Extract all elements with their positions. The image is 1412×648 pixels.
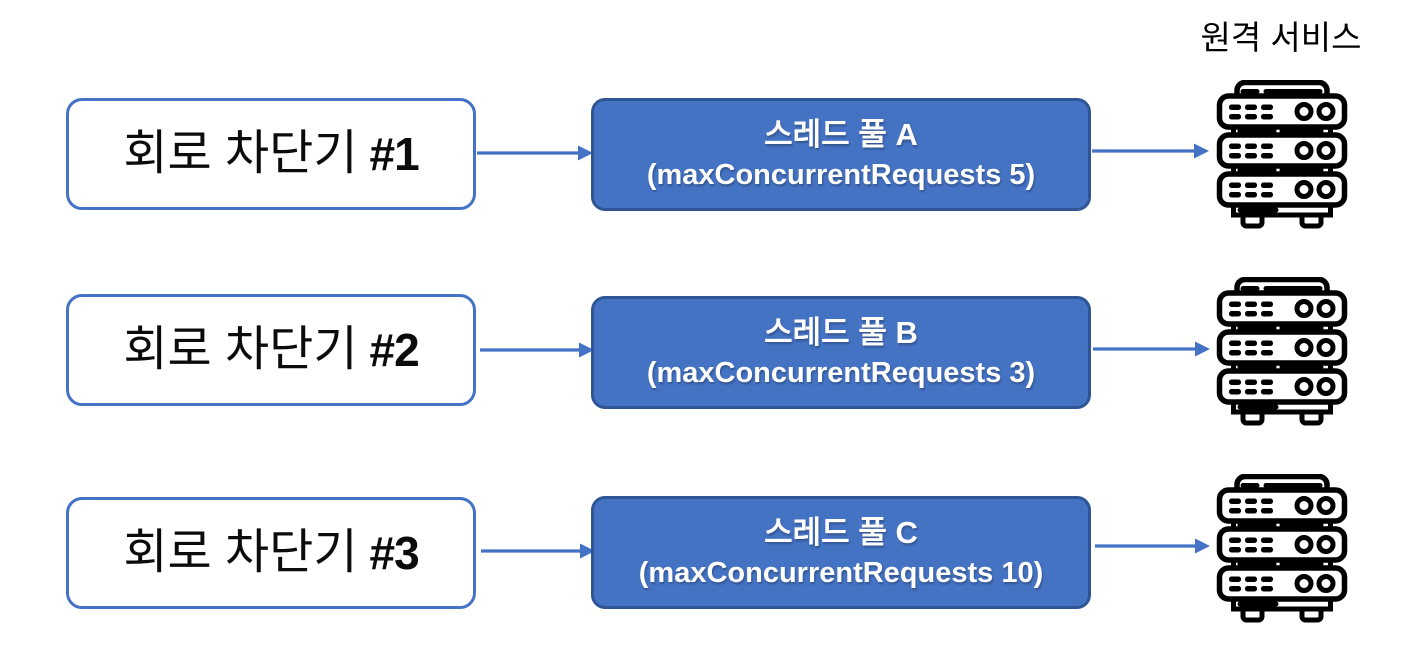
circuit-breaker-1-box: 회로 차단기 #1 [66, 98, 476, 210]
thread-pool-b-box: 스레드 풀 B (maxConcurrentRequests 3) [591, 296, 1091, 409]
server-rack-icon [1216, 474, 1348, 624]
circuit-breaker-3-label: 회로 차단기 [123, 526, 358, 579]
thread-pool-c-title: 스레드 풀 C [764, 515, 918, 550]
arrow-pool-a-to-server [1092, 143, 1209, 159]
circuit-breaker-2-label: 회로 차단기 [123, 323, 358, 376]
thread-pool-a-title: 스레드 풀 A [764, 117, 918, 152]
thread-pool-b-title: 스레드 풀 B [764, 315, 918, 350]
circuit-breaker-3-number: #3 [369, 527, 419, 579]
arrow-breaker1-to-pool-a [477, 145, 593, 161]
circuit-breaker-2-box: 회로 차단기 #2 [66, 294, 476, 406]
circuit-breaker-3-box: 회로 차단기 #3 [66, 497, 476, 609]
server-rack-icon [1216, 80, 1348, 230]
thread-pool-a-box: 스레드 풀 A (maxConcurrentRequests 5) [591, 98, 1091, 211]
circuit-breaker-2-number: #2 [369, 324, 419, 376]
circuit-breaker-1-label: 회로 차단기 [123, 127, 358, 180]
thread-pool-b-config: (maxConcurrentRequests 3) [646, 357, 1036, 390]
arrow-pool-b-to-server [1093, 341, 1210, 357]
thread-pool-a-config: (maxConcurrentRequests 5) [646, 159, 1036, 192]
thread-pool-c-box: 스레드 풀 C (maxConcurrentRequests 10) [591, 496, 1091, 609]
server-rack-icon [1216, 277, 1348, 427]
thread-pool-c-config: (maxConcurrentRequests 10) [638, 557, 1044, 590]
circuit-breaker-1-number: #1 [369, 128, 419, 180]
arrow-breaker2-to-pool-b [480, 342, 594, 358]
arrow-pool-c-to-server [1095, 538, 1210, 554]
remote-services-label: 원격 서비스 [1200, 19, 1362, 56]
arrow-breaker3-to-pool-c [481, 543, 595, 559]
